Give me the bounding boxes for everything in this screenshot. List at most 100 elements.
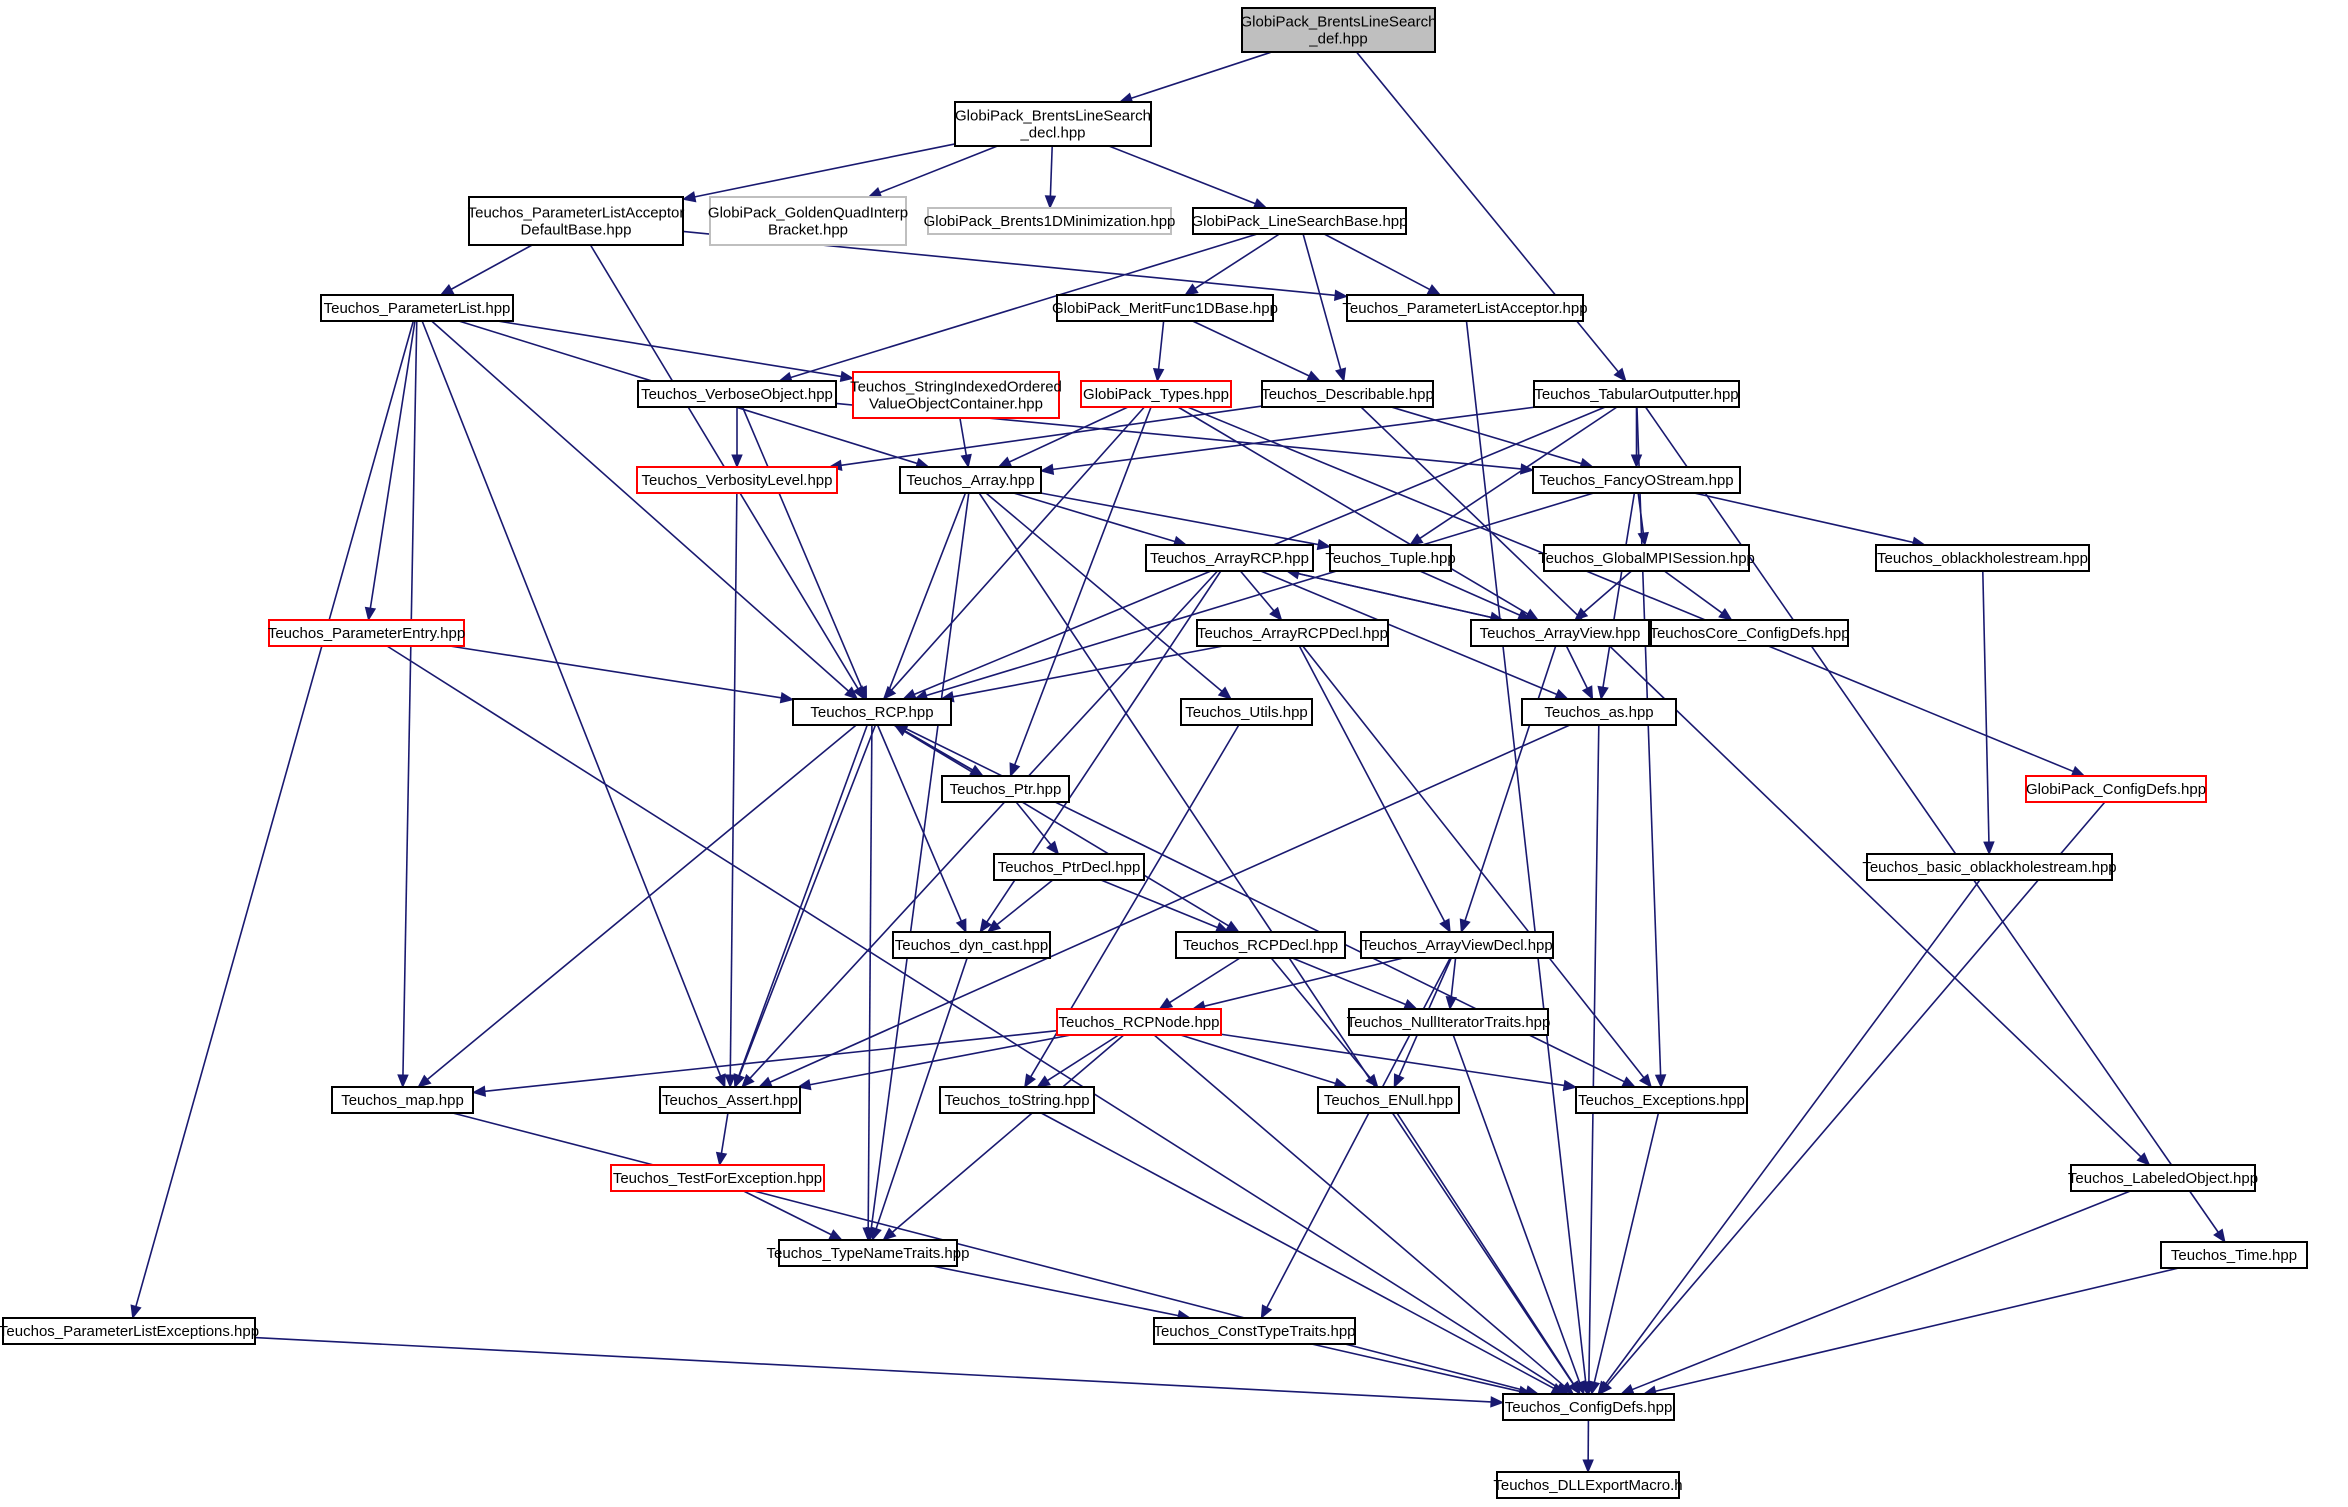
edge-n35-n39 bbox=[1047, 1034, 1120, 1082]
node-label: Teuchos_ParameterListAcceptor bbox=[468, 205, 685, 222]
edge-n28-n30 bbox=[1015, 801, 1052, 846]
edge-n6-n38 bbox=[421, 320, 722, 1077]
node-n8[interactable]: Teuchos_ParameterListAcceptor.hpp bbox=[1342, 294, 1588, 322]
edge-n35-n40 bbox=[1180, 1034, 1336, 1085]
node-n48[interactable]: Teuchos_ConfigDefs.hpp bbox=[1502, 1393, 1675, 1421]
node-n46[interactable]: Teuchos_ParameterListExceptions.hpp bbox=[0, 1317, 259, 1345]
arrowhead bbox=[1269, 606, 1283, 621]
node-n28[interactable]: Teuchos_Ptr.hpp bbox=[941, 775, 1070, 803]
node-n43[interactable]: Teuchos_LabeledObject.hpp bbox=[2068, 1164, 2258, 1192]
edge-n15-n17 bbox=[1013, 492, 1176, 543]
node-n37[interactable]: Teuchos_map.hpp bbox=[331, 1086, 474, 1114]
node-label: GlobiPack_LineSearchBase.hpp bbox=[1192, 213, 1408, 230]
node-n25[interactable]: Teuchos_RCP.hpp bbox=[792, 698, 952, 726]
arrowhead bbox=[1718, 607, 1733, 621]
node-n5[interactable]: GlobiPack_LineSearchBase.hpp bbox=[1192, 207, 1408, 235]
edge-n19-n23 bbox=[1583, 570, 1633, 613]
node-n27[interactable]: Teuchos_as.hpp bbox=[1521, 698, 1677, 726]
arrowhead bbox=[1621, 1076, 1637, 1088]
node-n9[interactable]: Teuchos_VerboseObject.hpp bbox=[637, 380, 837, 408]
node-n31[interactable]: Teuchos_basic_oblackholestream.hpp bbox=[1862, 853, 2117, 881]
edge-n17-n22 bbox=[1239, 570, 1275, 612]
node-n23[interactable]: Teuchos_ArrayView.hpp bbox=[1470, 619, 1650, 647]
node-label: Teuchos_ENull.hpp bbox=[1324, 1092, 1453, 1109]
node-n13[interactable]: Teuchos_TabularOutputter.hpp bbox=[1533, 380, 1740, 408]
node-n29[interactable]: GlobiPack_ConfigDefs.hpp bbox=[2025, 775, 2207, 803]
node-label: Teuchos_VerboseObject.hpp bbox=[641, 386, 833, 403]
node-n21[interactable]: Teuchos_ParameterEntry.hpp bbox=[268, 619, 465, 647]
arrowhead bbox=[1560, 1381, 1575, 1395]
node-box bbox=[792, 698, 952, 726]
node-n41[interactable]: Teuchos_Exceptions.hpp bbox=[1575, 1086, 1748, 1114]
node-n36[interactable]: Teuchos_NullIteratorTraits.hpp bbox=[1347, 1008, 1551, 1036]
arrowhead bbox=[1036, 1075, 1051, 1088]
edge-n11-n15 bbox=[1009, 406, 1129, 463]
edge-n0-n1 bbox=[1130, 51, 1272, 100]
node-box bbox=[993, 853, 1145, 881]
node-label: Teuchos_ParameterListExceptions.hpp bbox=[0, 1323, 259, 1340]
arrowhead bbox=[1638, 1073, 1653, 1089]
node-box bbox=[1153, 1317, 1356, 1345]
edge-n22-n41 bbox=[1302, 645, 1645, 1079]
node-label: GlobiPack_Types.hpp bbox=[1083, 386, 1229, 403]
node-n30[interactable]: Teuchos_PtrDecl.hpp bbox=[993, 853, 1145, 881]
arrowhead bbox=[1426, 284, 1442, 296]
node-box bbox=[1496, 1471, 1680, 1499]
node-box bbox=[927, 207, 1172, 235]
node-n32[interactable]: Teuchos_dyn_cast.hpp bbox=[892, 931, 1051, 959]
node-n38[interactable]: Teuchos_Assert.hpp bbox=[659, 1086, 801, 1114]
node-label: DefaultBase.hpp bbox=[521, 222, 632, 239]
arrowhead bbox=[1333, 289, 1349, 301]
edge-n34-n35 bbox=[1204, 957, 1404, 1007]
node-n42[interactable]: Teuchos_TestForException.hpp bbox=[610, 1164, 825, 1192]
node-box bbox=[1470, 619, 1650, 647]
node-label: Teuchos_Array.hpp bbox=[906, 472, 1034, 489]
node-n11[interactable]: GlobiPack_Types.hpp bbox=[1080, 380, 1232, 408]
node-n10[interactable]: Teuchos_StringIndexedOrderedValueObjectC… bbox=[850, 371, 1062, 419]
node-n20[interactable]: Teuchos_oblackholestream.hpp bbox=[1875, 544, 2090, 572]
node-n34[interactable]: Teuchos_ArrayViewDecl.hpp bbox=[1360, 931, 1554, 959]
arrowhead bbox=[715, 1151, 728, 1167]
node-n17[interactable]: Teuchos_ArrayRCP.hpp bbox=[1145, 544, 1314, 572]
node-label: Teuchos_oblackholestream.hpp bbox=[1877, 550, 2088, 567]
edge-n25-n33 bbox=[893, 724, 1229, 927]
arrowhead bbox=[1588, 1380, 1601, 1396]
node-n45[interactable]: Teuchos_Time.hpp bbox=[2160, 1241, 2308, 1269]
node-label: GlobiPack_ConfigDefs.hpp bbox=[2026, 781, 2206, 798]
node-n49[interactable]: Teuchos_DLLExportMacro.h bbox=[1493, 1471, 1683, 1499]
node-n39[interactable]: Teuchos_toString.hpp bbox=[939, 1086, 1095, 1114]
node-n33[interactable]: Teuchos_RCPDecl.hpp bbox=[1175, 931, 1346, 959]
arrowhead bbox=[741, 1073, 755, 1088]
arrowhead bbox=[979, 918, 992, 934]
node-n15[interactable]: Teuchos_Array.hpp bbox=[899, 466, 1042, 494]
node-n19[interactable]: Teuchos_GlobalMPISession.hpp bbox=[1538, 544, 1755, 572]
arrowhead bbox=[882, 1227, 897, 1241]
edge-n44-n47 bbox=[932, 1265, 1179, 1317]
arrowhead bbox=[893, 724, 909, 737]
arrowhead bbox=[960, 453, 972, 469]
edge-n1-n5 bbox=[1108, 145, 1256, 205]
node-label: Teuchos_ArrayViewDecl.hpp bbox=[1361, 937, 1553, 954]
node-n7[interactable]: GlobiPack_MeritFunc1DBase.hpp bbox=[1052, 294, 1278, 322]
node-n18[interactable]: Teuchos_Tuple.hpp bbox=[1325, 544, 1456, 572]
node-label: ValueObjectContainer.hpp bbox=[869, 396, 1043, 413]
node-n1[interactable]: GlobiPack_BrentsLineSearch_decl.hpp bbox=[954, 101, 1152, 147]
node-label: Teuchos_ParameterList.hpp bbox=[324, 300, 511, 317]
node-n22[interactable]: Teuchos_ArrayRCPDecl.hpp bbox=[1196, 619, 1389, 647]
node-n26[interactable]: Teuchos_Utils.hpp bbox=[1180, 698, 1313, 726]
node-n35[interactable]: Teuchos_RCPNode.hpp bbox=[1056, 1008, 1222, 1036]
node-n24[interactable]: TeuchosCore_ConfigDefs.hpp bbox=[1649, 619, 1850, 647]
node-n12[interactable]: Teuchos_Describable.hpp bbox=[1261, 380, 1434, 408]
node-label: Teuchos_ArrayRCPDecl.hpp bbox=[1197, 625, 1388, 642]
node-n40[interactable]: Teuchos_ENull.hpp bbox=[1317, 1086, 1460, 1114]
node-n2[interactable]: Teuchos_ParameterListAcceptorDefaultBase… bbox=[468, 196, 685, 246]
arrowhead bbox=[902, 688, 918, 700]
node-n44[interactable]: Teuchos_TypeNameTraits.hpp bbox=[767, 1239, 970, 1267]
node-n6[interactable]: Teuchos_ParameterList.hpp bbox=[320, 294, 514, 322]
node-box bbox=[1532, 466, 1741, 494]
node-n0[interactable]: GlobiPack_BrentsLineSearch_def.hpp bbox=[1241, 7, 1437, 53]
node-box bbox=[1175, 931, 1346, 959]
node-n16[interactable]: Teuchos_FancyOStream.hpp bbox=[1532, 466, 1741, 494]
node-n14[interactable]: Teuchos_VerbosityLevel.hpp bbox=[636, 466, 838, 494]
node-n47[interactable]: Teuchos_ConstTypeTraits.hpp bbox=[1153, 1317, 1356, 1345]
